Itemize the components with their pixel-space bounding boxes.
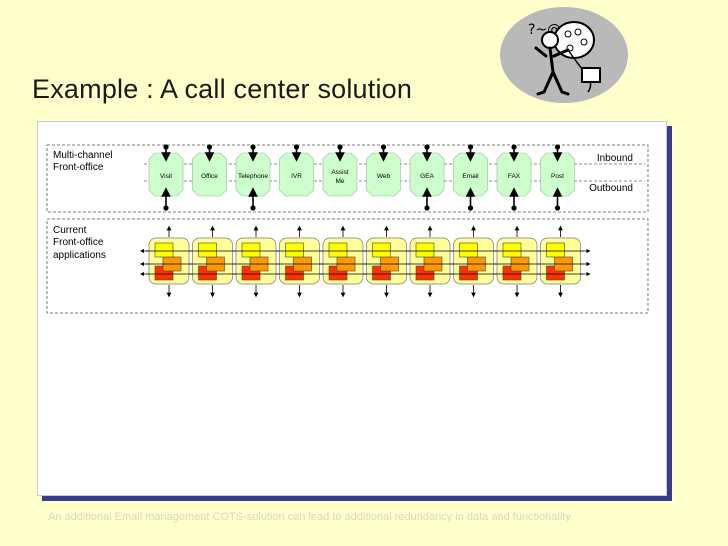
inbound-dot	[206, 144, 213, 150]
app-box-yellow	[241, 242, 261, 258]
inbound-dot	[250, 144, 256, 150]
app-box-yellow	[459, 242, 478, 258]
phone-base-icon	[581, 67, 601, 83]
channel-10: Post	[540, 144, 575, 211]
slide-title: Example : A call center solution	[32, 74, 413, 104]
inbound-dot	[467, 144, 474, 150]
inbound-dot	[554, 144, 561, 150]
channel-label: Assist	[331, 169, 349, 176]
channel-7: GEA	[409, 144, 445, 211]
inbound-dot	[337, 144, 343, 150]
channel-box	[540, 152, 575, 197]
channel-label: Web	[377, 173, 391, 180]
application-3	[233, 225, 279, 298]
application-5	[320, 225, 366, 298]
app-box-yellow	[415, 242, 435, 258]
channel-label: IVR	[291, 173, 302, 180]
figure-body	[534, 46, 570, 96]
inbound-label: Inbound	[597, 153, 633, 164]
inbound-dot	[380, 144, 387, 150]
channel-box	[366, 152, 401, 197]
outbound-dot	[250, 205, 256, 211]
channel-label: Me	[335, 178, 344, 185]
multichannel-label-line-1: Multi-channel	[53, 150, 112, 161]
app-box-yellow	[198, 242, 217, 258]
channel-label: GEA	[420, 173, 434, 180]
channel-6: Web	[366, 144, 401, 197]
outbound-dot	[163, 205, 169, 211]
app-box-yellow	[154, 242, 174, 258]
channel-8: Email	[453, 144, 488, 211]
current-label-line-3: applications	[53, 250, 106, 261]
app-box-yellow	[328, 242, 348, 258]
channel-label: Office	[201, 173, 218, 180]
outbound-dot	[467, 205, 474, 211]
channel-box	[496, 152, 532, 197]
inbound-dot	[293, 144, 300, 150]
channel-box	[192, 152, 227, 197]
application-1	[146, 225, 192, 298]
current-label-line-1: Current	[53, 225, 87, 236]
application-9	[494, 225, 540, 298]
channel-box	[322, 152, 358, 197]
channel-label: Post	[551, 173, 564, 180]
channel-box	[148, 152, 184, 197]
inbound-dot	[163, 144, 169, 150]
outbound-dot	[511, 205, 517, 211]
channel-3: Telephone	[235, 144, 271, 211]
channel-box	[453, 152, 488, 197]
channel-label: Telephone	[238, 173, 268, 180]
application-6	[363, 225, 410, 298]
channel-9: FAX	[496, 144, 532, 211]
frustrated-caller-clipart: ?~@	[500, 7, 628, 103]
app-box-yellow	[502, 242, 522, 258]
outbound-label: Outbound	[589, 183, 633, 194]
outbound-dot	[554, 205, 561, 211]
multichannel-section	[46, 144, 649, 213]
channel-label: Email	[462, 173, 479, 180]
app-box-yellow	[546, 242, 565, 258]
channel-box	[409, 152, 445, 197]
channel-label: Visit	[160, 173, 172, 180]
channel-1: Visit	[148, 144, 184, 211]
inbound-dot	[424, 144, 430, 150]
app-box-yellow	[285, 242, 304, 258]
channel-box	[235, 152, 271, 197]
multichannel-label-line-2: Front-office	[53, 162, 104, 173]
channel-2: Office	[192, 144, 227, 197]
application-4	[276, 225, 323, 298]
application-7	[407, 225, 453, 298]
footnote: An additional Email management COTS-solu…	[48, 511, 571, 523]
channel-label: FAX	[508, 173, 521, 180]
application-8	[450, 225, 497, 298]
application-10	[537, 225, 584, 298]
app-box-yellow	[372, 242, 391, 258]
channel-4: IVR	[279, 144, 314, 197]
channel-box	[279, 152, 314, 197]
application-2	[189, 225, 236, 298]
current-apps-section	[46, 218, 649, 314]
outbound-dot	[424, 205, 430, 211]
current-label-line-2: Front-office	[53, 237, 104, 248]
inbound-dot	[511, 144, 517, 150]
